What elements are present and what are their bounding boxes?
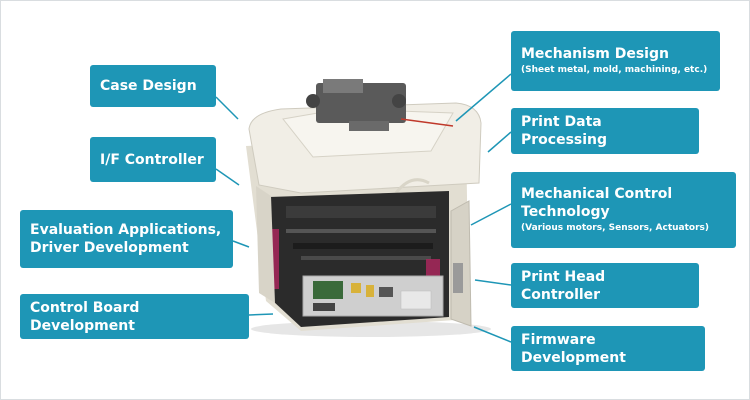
control-board-label: Control Board Development xyxy=(20,294,249,339)
connector-control-board xyxy=(248,313,274,316)
case-design-label: Case Design xyxy=(90,65,216,107)
if-controller-label: I/F Controller xyxy=(90,137,216,182)
mechanism-design-subtext: (Sheet metal, mold, machining, etc.) xyxy=(521,65,708,75)
firmware-text: Firmware Development xyxy=(521,331,626,366)
connector-print-data xyxy=(487,131,512,153)
connector-if-controller xyxy=(215,168,240,186)
print-head-text: Print Head Controller xyxy=(521,268,606,303)
evaluation-text: Evaluation Applications, Driver Developm… xyxy=(30,222,222,256)
print-data-label: Print Data Processing xyxy=(511,108,699,154)
connector-mechanism-design xyxy=(455,73,512,122)
connector-firmware xyxy=(473,326,512,343)
mech-control-subtext: (Various motors, Sensors, Actuators) xyxy=(521,223,710,233)
if-controller-text: I/F Controller xyxy=(100,151,204,168)
mechanism-design-text: Mechanism Design xyxy=(521,46,669,62)
mechanism-design-label: Mechanism Design (Sheet metal, mold, mac… xyxy=(511,31,720,91)
print-data-text: Print Data Processing xyxy=(521,114,608,148)
mech-control-label: Mechanical Control Technology (Various m… xyxy=(511,172,736,248)
firmware-label: Firmware Development xyxy=(511,326,705,371)
case-design-text: Case Design xyxy=(100,78,197,94)
connector-mech-control xyxy=(470,203,512,226)
connector-case-design xyxy=(215,96,239,120)
print-head-label: Print Head Controller xyxy=(511,263,699,308)
connector-print-head xyxy=(474,279,512,286)
evaluation-label: Evaluation Applications, Driver Developm… xyxy=(20,210,233,268)
control-board-text: Control Board Development xyxy=(30,299,140,334)
mech-control-text: Mechanical Control Technology xyxy=(521,186,673,220)
connector-evaluation xyxy=(232,240,250,248)
